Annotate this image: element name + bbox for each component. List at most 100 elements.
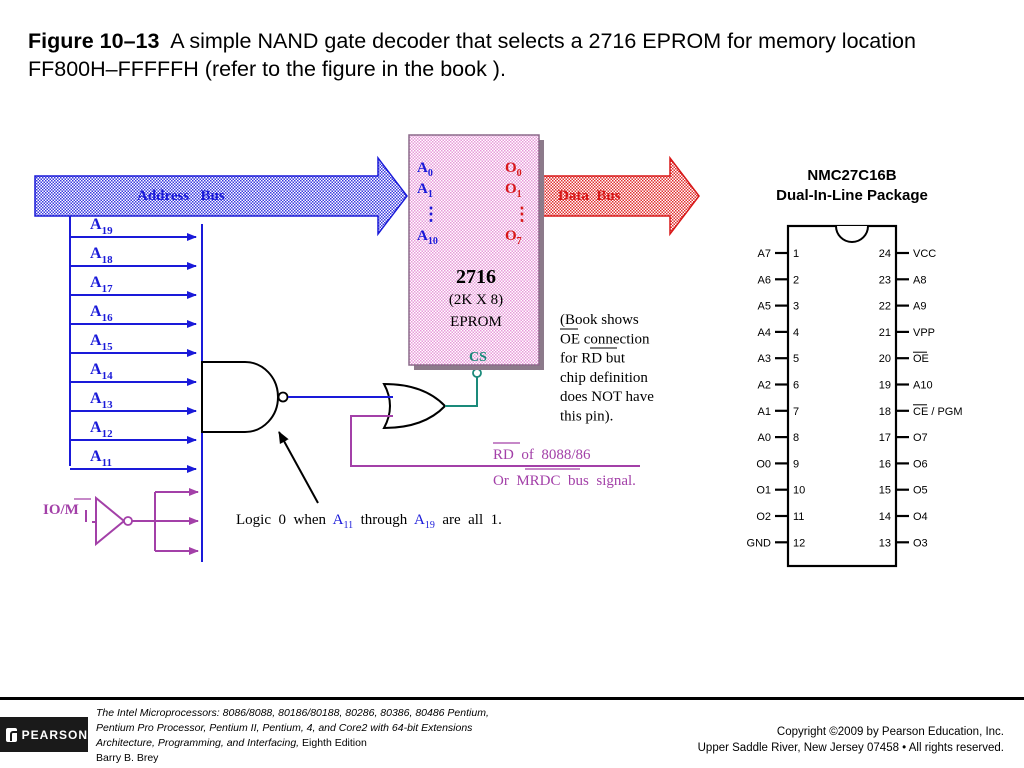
nand-bubble bbox=[277, 391, 289, 403]
note-line: (Book shows bbox=[560, 312, 639, 328]
eprom-type: EPROM bbox=[450, 314, 502, 330]
publisher-address: Upper Saddle River, New Jersey 07458 • A… bbox=[697, 742, 1004, 754]
dip-pin-label: A1 bbox=[758, 406, 771, 418]
dip-pin-label: OE bbox=[913, 353, 929, 365]
cs-bubble bbox=[472, 368, 482, 378]
rd-wire bbox=[350, 415, 640, 467]
dip-pin-number: 13 bbox=[879, 537, 891, 549]
dip-pin-label: CE / PGM bbox=[913, 406, 963, 418]
decoder-diagram: Address Bus Data Bus A19A18A17A16A15A14A… bbox=[34, 134, 963, 568]
iom-label: IO/M bbox=[43, 502, 79, 518]
book-citation: The Intel Microprocessors: 8086/8088, 80… bbox=[96, 706, 566, 766]
note-line: for RD but bbox=[560, 351, 626, 367]
book-edition: Eighth Edition bbox=[299, 737, 367, 749]
dip-pin-number: 14 bbox=[879, 511, 891, 523]
dip-pin-number: 15 bbox=[879, 485, 891, 497]
copyright-block: Copyright ©2009 by Pearson Education, In… bbox=[698, 724, 1004, 756]
figure-label: Figure 10–13 bbox=[28, 29, 160, 53]
dip-pin-label: A9 bbox=[913, 301, 926, 313]
dip-pin-label: A6 bbox=[758, 274, 771, 286]
dip-pin-number: 1 bbox=[793, 248, 799, 260]
eprom-address-pin: A0 bbox=[417, 160, 433, 179]
dip-pin-number: 9 bbox=[793, 458, 799, 470]
dip-pin-label: A7 bbox=[758, 248, 771, 260]
dip-pin-label: A8 bbox=[913, 274, 926, 286]
or-gate bbox=[382, 382, 447, 430]
dip-pin-label: O4 bbox=[913, 511, 928, 523]
dip-pin-number: 8 bbox=[793, 432, 799, 444]
dip-pin-number: 11 bbox=[793, 511, 804, 523]
book-title: The Intel Microprocessors: bbox=[96, 707, 220, 719]
dip-pin-number: 4 bbox=[793, 327, 799, 339]
dip-pin-label: O0 bbox=[756, 458, 771, 470]
address-line-label: A19 bbox=[90, 216, 113, 237]
dip-pin-number: 20 bbox=[879, 353, 891, 365]
dip-pins: 1A72A63A54A45A36A27A18A09O010O111O212GND… bbox=[747, 248, 963, 549]
data-bus-arrow bbox=[542, 155, 700, 237]
dip-pin-label: O1 bbox=[756, 485, 771, 497]
cs-label: CS bbox=[469, 350, 487, 365]
pearson-logo: PEARSON bbox=[0, 717, 88, 752]
address-bus-label: Address Bus bbox=[137, 188, 225, 204]
inverter bbox=[95, 495, 126, 547]
note-line: OE connection bbox=[560, 331, 650, 347]
dip-pin-number: 16 bbox=[879, 458, 891, 470]
dip-pin-number: 12 bbox=[793, 537, 805, 549]
publisher-name: PEARSON bbox=[21, 727, 88, 742]
dip-pin-number: 2 bbox=[793, 274, 799, 286]
rd-signal-line2: Or MRDC bus signal. bbox=[493, 473, 636, 489]
rd-signal-line1: RD of 8088/86 bbox=[493, 447, 591, 463]
inverter-bubble bbox=[123, 516, 133, 526]
dip-pin-number: 24 bbox=[879, 248, 891, 260]
dip-pin-number: 7 bbox=[793, 406, 799, 418]
dip-pin-number: 17 bbox=[879, 432, 891, 444]
book-subtitle: 8086/8088, 80186/80188, 80286, 80386, 80… bbox=[219, 707, 489, 719]
address-line-label: A18 bbox=[90, 245, 113, 266]
address-line-label: A13 bbox=[90, 390, 113, 411]
address-line-label: A14 bbox=[90, 361, 113, 382]
dip-pin-label: O7 bbox=[913, 432, 928, 444]
or-to-cs-wire bbox=[445, 377, 478, 407]
nand-gate bbox=[201, 361, 279, 433]
eprom-vdots-right: ⋮ bbox=[513, 204, 531, 224]
dip-pin-number: 19 bbox=[879, 380, 891, 392]
book-line3: Architecture, Programming, and Interfaci… bbox=[96, 737, 300, 749]
eprom-output-pin: O0 bbox=[505, 160, 522, 179]
eprom-part: 2716 bbox=[456, 266, 496, 288]
footer-rule bbox=[0, 697, 1024, 700]
eprom-output-pin: O1 bbox=[505, 181, 522, 200]
dip-pin-number: 22 bbox=[879, 301, 891, 313]
address-line-label: A12 bbox=[90, 419, 113, 440]
package-title-2: Dual-In-Line Package bbox=[776, 187, 928, 204]
dip-pin-number: 18 bbox=[879, 406, 891, 418]
dip-pin-label: A0 bbox=[758, 432, 771, 444]
eprom-address-pin: A10 bbox=[417, 228, 438, 247]
book-author: Barry B. Brey bbox=[96, 752, 159, 764]
dip-pin-label: A2 bbox=[758, 380, 771, 392]
dip-pin-label: O2 bbox=[756, 511, 771, 523]
dip-pin-label: A10 bbox=[913, 380, 933, 392]
dip-body bbox=[786, 224, 898, 568]
dip-pin-label: GND bbox=[747, 537, 772, 549]
eprom-vdots-left: ⋮ bbox=[422, 204, 440, 224]
dip-notch bbox=[835, 225, 869, 243]
figure-title: Figure 10–13 A simple NAND gate decoder … bbox=[28, 27, 988, 83]
data-bus-label: Data Bus bbox=[558, 188, 621, 204]
package-title-1: NMC27C16B bbox=[807, 167, 896, 184]
dip-pin-label: A5 bbox=[758, 301, 771, 313]
address-line-label: A16 bbox=[90, 303, 113, 324]
dip-pin-number: 10 bbox=[793, 485, 805, 497]
address-bus-arrow bbox=[34, 155, 408, 237]
dip-pin-label: O5 bbox=[913, 485, 928, 497]
dip-pin-label: VPP bbox=[913, 327, 935, 339]
book-line2: Pentium Pro Processor, Pentium II, Penti… bbox=[96, 722, 473, 734]
dip-pin-number: 5 bbox=[793, 353, 799, 365]
eprom-label-bg bbox=[455, 262, 531, 334]
note-line: this pin). bbox=[560, 409, 613, 425]
dip-pin-label: O6 bbox=[913, 458, 928, 470]
logic-pointer-arrow bbox=[278, 431, 319, 504]
logic-note: Logic 0 when A11 through A19 are all 1. bbox=[236, 512, 502, 531]
dip-pin-number: 21 bbox=[879, 327, 891, 339]
